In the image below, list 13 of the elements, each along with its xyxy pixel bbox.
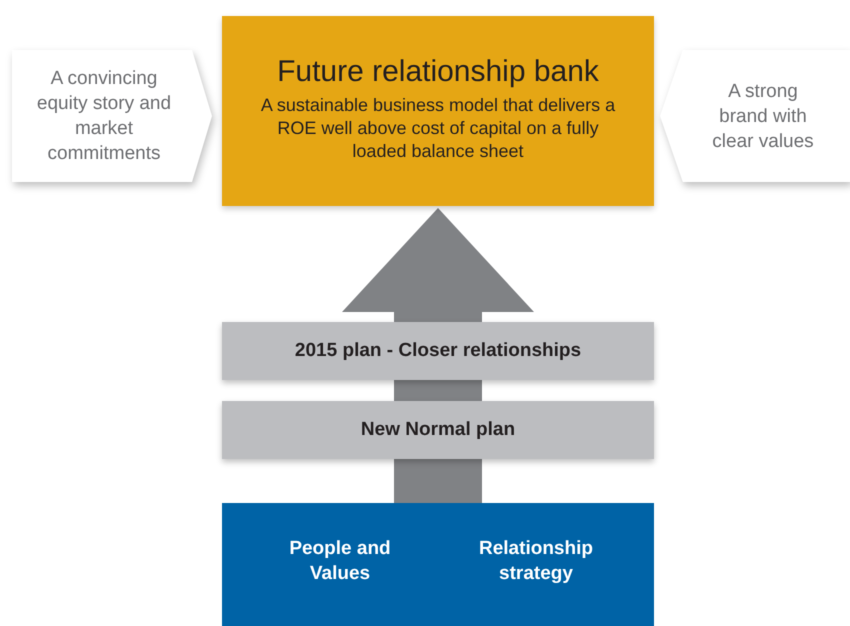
goal-title: Future relationship bank <box>277 54 599 90</box>
foundation-label: People and Values <box>288 536 392 586</box>
block-arrow <box>342 208 534 322</box>
goal-description: A sustainable business model that delivers a ROE well above cost of capital on a fully loaded balance sheet <box>260 94 616 163</box>
plan-band <box>222 322 654 380</box>
chevron-text: A strong brand with clear values <box>711 80 815 154</box>
plan-label: 2015 plan - Closer relationships <box>294 340 582 362</box>
goal-box <box>222 16 654 206</box>
plan-band <box>222 401 654 459</box>
chevron-text: A convincing equity story and market commitments <box>36 67 172 166</box>
plan-label: New Normal plan <box>360 419 516 441</box>
foundation-label: Relationship strategy <box>478 536 594 586</box>
foundation-box <box>222 503 654 626</box>
